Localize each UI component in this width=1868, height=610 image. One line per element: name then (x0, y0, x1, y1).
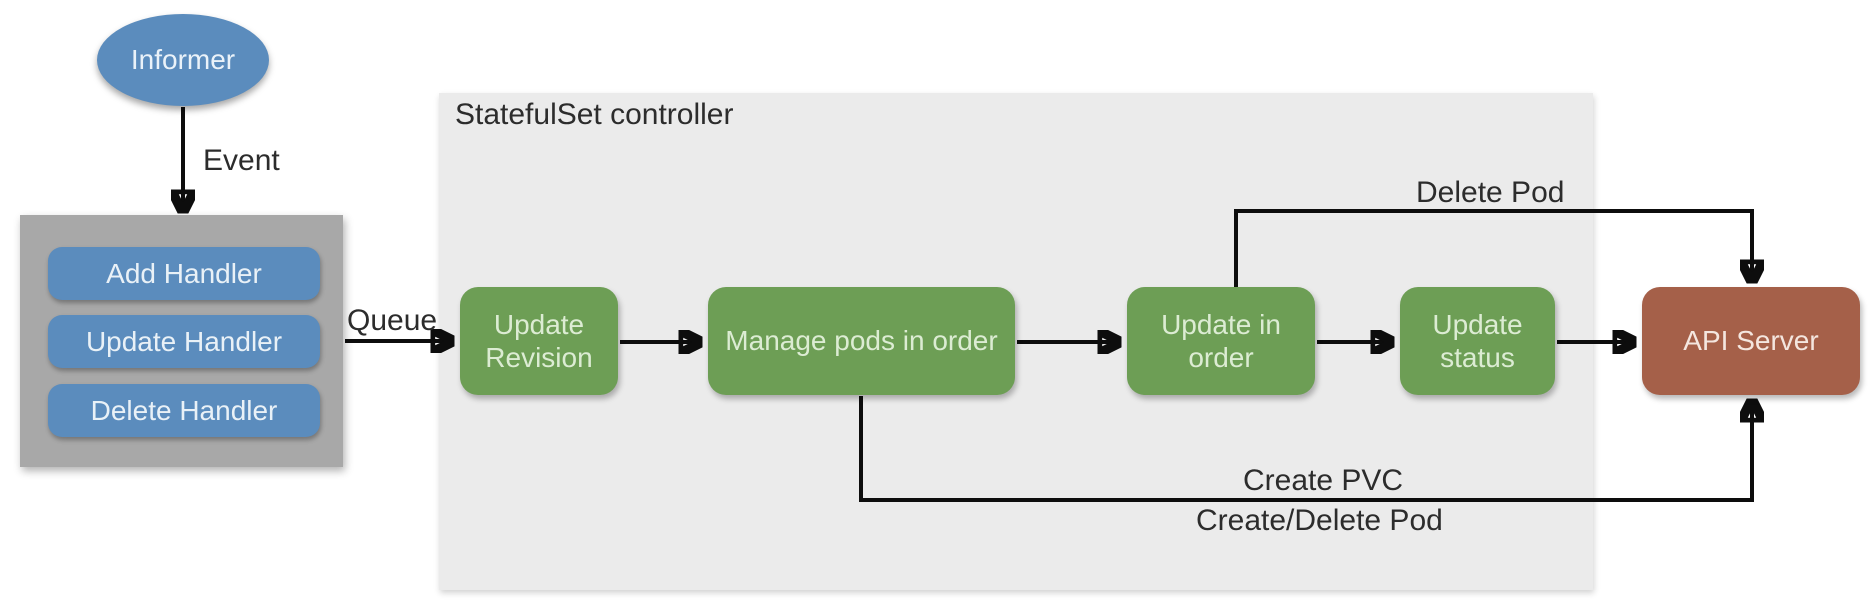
manage-pods-in-order-node: Manage pods in order (708, 287, 1015, 395)
api-server-node: API Server (1642, 287, 1860, 395)
update-status-node: Update status (1400, 287, 1555, 395)
handler-group-panel: Add Handler Update Handler Delete Handle… (20, 215, 343, 467)
update-handler-node: Update Handler (48, 315, 320, 368)
informer-node: Informer (97, 14, 269, 106)
update-in-order-node: Update in order (1127, 287, 1315, 395)
event-edge-label: Event (203, 144, 280, 177)
create-pvc-pod-arrow (859, 396, 1752, 502)
delete-pod-arrow (1234, 209, 1752, 288)
delete-handler-node: Delete Handler (48, 384, 320, 437)
create-delete-pod-edge-label: Create/Delete Pod (1196, 504, 1443, 537)
controller-panel-title: StatefulSet controller (455, 98, 734, 131)
delete-pod-edge-label: Delete Pod (1416, 176, 1565, 209)
create-pvc-edge-label: Create PVC (1243, 464, 1404, 497)
queue-edge-label: Queue (347, 304, 438, 337)
update-revision-node: Update Revision (460, 287, 618, 395)
add-handler-node: Add Handler (48, 247, 320, 300)
